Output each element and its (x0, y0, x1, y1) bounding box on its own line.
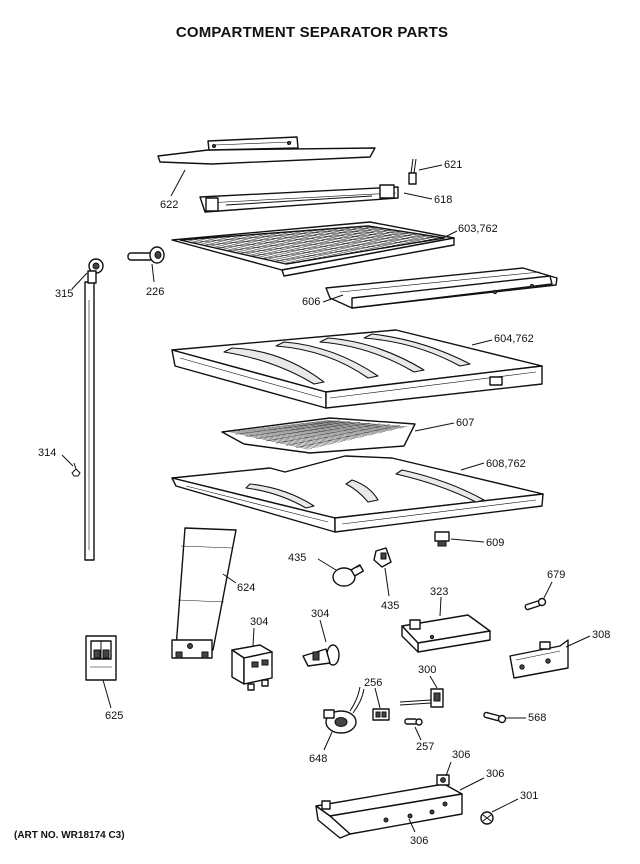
callout-256: 256 (364, 677, 382, 689)
part-256-connector (372, 708, 390, 721)
part-648-motor (323, 686, 365, 734)
part-323-bracket (401, 614, 491, 653)
callout-315: 315 (55, 288, 73, 300)
part-226-pin (127, 246, 165, 264)
part-679-screw (524, 597, 547, 611)
callout-624: 624 (237, 582, 255, 594)
callout-306b: 306 (486, 768, 504, 780)
part-435-socket (373, 547, 392, 568)
callout-625: 625 (105, 710, 123, 722)
part-568-screw (483, 711, 507, 724)
callout-609: 609 (486, 537, 504, 549)
callout-257: 257 (416, 741, 434, 753)
part-315-rod (84, 258, 104, 561)
callout-618: 618 (434, 194, 452, 206)
callout-226: 226 (146, 286, 164, 298)
callout-604: 604,762 (494, 333, 534, 345)
part-607-mesh (221, 417, 416, 454)
part-606-channel (325, 267, 558, 309)
callout-648: 648 (309, 753, 327, 765)
part-257-screw (404, 718, 423, 726)
part-609-clip (434, 531, 450, 547)
part-604-shelf (171, 329, 543, 409)
part-308-plate (509, 639, 569, 679)
callout-603: 603,762 (458, 223, 498, 235)
callout-300: 300 (418, 664, 436, 676)
callout-606: 606 (302, 296, 320, 308)
part-304-switch (302, 644, 340, 667)
callout-568: 568 (528, 712, 546, 724)
part-624-panel (171, 527, 237, 659)
callout-323: 323 (430, 586, 448, 598)
part-300-relay (399, 688, 444, 708)
callout-435b: 435 (381, 600, 399, 612)
callout-314: 314 (38, 447, 56, 459)
callout-435a: 435 (288, 552, 306, 564)
part-622-cover (157, 136, 376, 165)
callout-679: 679 (547, 569, 565, 581)
diagram-title: COMPARTMENT SEPARATOR PARTS (176, 24, 448, 41)
callout-622: 622 (160, 199, 178, 211)
part-306-bracket (315, 774, 463, 839)
part-314-screw (71, 462, 81, 477)
part-435-bulb (332, 564, 365, 587)
callout-621: 621 (444, 159, 462, 171)
callout-308: 308 (592, 629, 610, 641)
callout-306a: 306 (452, 749, 470, 761)
callout-306c: 306 (410, 835, 428, 847)
callout-304a: 304 (250, 616, 268, 628)
part-618-rail (199, 184, 399, 213)
art-number: (ART NO. WR18174 C3) (14, 830, 125, 841)
part-608-tray (171, 455, 544, 533)
part-301-bolt (480, 811, 494, 825)
part-625-switch (85, 635, 117, 681)
callout-607: 607 (456, 417, 474, 429)
callout-301: 301 (520, 790, 538, 802)
part-603-grid-shelf (171, 221, 455, 277)
callout-608: 608,762 (486, 458, 526, 470)
part-621-clip (408, 158, 417, 185)
callout-304b: 304 (311, 608, 329, 620)
part-304-housing (231, 644, 273, 691)
